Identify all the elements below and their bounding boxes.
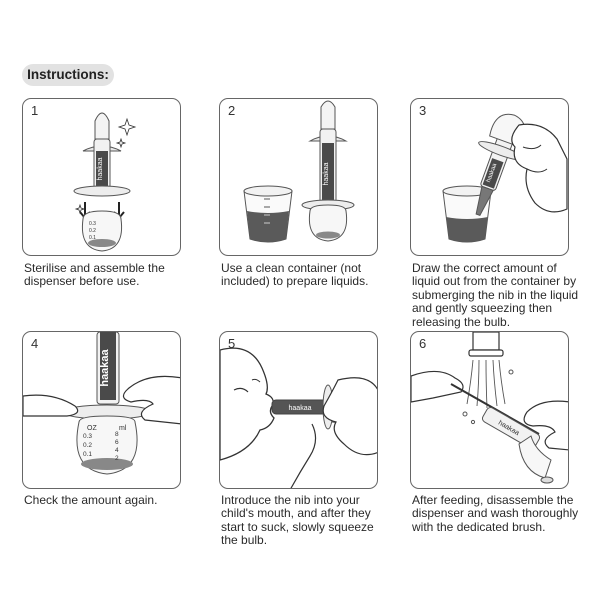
step-6-panel: 6 haakaa xyxy=(410,331,569,489)
step-number: 3 xyxy=(419,103,427,118)
step-2-panel: 2 haakaa xyxy=(219,98,378,256)
instructions-heading: Instructions: xyxy=(22,64,114,86)
svg-text:2: 2 xyxy=(115,455,119,462)
step-2-illustration: haakaa xyxy=(243,100,355,243)
svg-text:haakaa: haakaa xyxy=(289,405,312,412)
step-6-illustration: haakaa xyxy=(411,332,568,484)
step-number: 2 xyxy=(228,103,236,118)
svg-text:haakaa: haakaa xyxy=(99,348,111,386)
svg-text:6: 6 xyxy=(115,439,119,446)
svg-text:haakaa: haakaa xyxy=(323,162,330,185)
svg-text:8: 8 xyxy=(115,431,119,438)
svg-text:0.1: 0.1 xyxy=(89,235,96,241)
svg-text:4: 4 xyxy=(115,447,119,454)
step-4-panel: 4 haakaa OZ ml 0.3 0.2 0.1 8 6 4 2 xyxy=(22,331,181,489)
step-3-illustration: haakaa xyxy=(442,113,568,243)
step-number: 5 xyxy=(228,336,236,351)
step-4-illustration: haakaa OZ ml 0.3 0.2 0.1 8 6 4 2 xyxy=(23,332,180,475)
step-3-panel: 3 haakaa xyxy=(410,98,569,256)
step-4-caption: Check the amount again. xyxy=(24,493,158,507)
svg-text:0.3: 0.3 xyxy=(89,221,96,227)
step-5-illustration: haakaa xyxy=(220,347,377,488)
step-1-illustration: haakaa 0.3 0.2 0.1 xyxy=(73,112,137,252)
svg-text:0.3: 0.3 xyxy=(83,433,92,440)
step-number: 1 xyxy=(31,103,39,118)
svg-text:0.1: 0.1 xyxy=(83,451,92,458)
svg-text:0.2: 0.2 xyxy=(83,442,92,449)
brand-label: haakaa xyxy=(97,157,104,180)
svg-text:ml: ml xyxy=(119,425,127,432)
step-number: 4 xyxy=(31,336,39,351)
svg-text:0.2: 0.2 xyxy=(89,228,96,234)
svg-text:OZ: OZ xyxy=(87,425,97,432)
step-1-panel: 1 haakaa 0.3 0.2 0.1 xyxy=(22,98,181,256)
step-5-panel: 5 haakaa xyxy=(219,331,378,489)
step-5-caption: Introduce the nib into your child's mout… xyxy=(221,493,374,548)
step-2-caption: Use a clean container (not included) to … xyxy=(221,261,369,289)
step-1-caption: Sterilise and assemble the dispenser bef… xyxy=(24,261,165,289)
step-3-caption: Draw the correct amount of liquid out fr… xyxy=(412,261,579,329)
step-6-caption: After feeding, disassemble the dispenser… xyxy=(412,493,579,534)
step-number: 6 xyxy=(419,336,427,351)
